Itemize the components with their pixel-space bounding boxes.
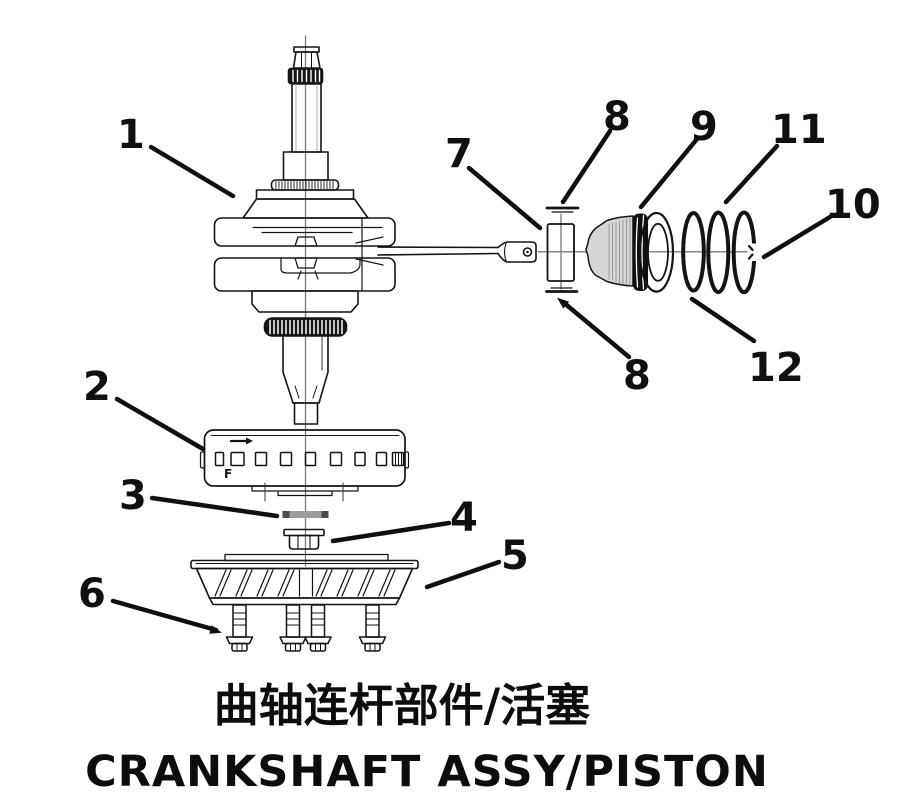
part-label-2: 2 [83,364,111,410]
part-label-8-bottom: 8 [623,353,651,399]
shaft-tip-cap [293,46,320,53]
rotor-fins [214,569,396,597]
clutch-basket: F [199,429,410,502]
shaft-tip [292,51,321,69]
fan-rotor [190,553,419,606]
bolt [358,604,387,652]
leader-8-arrowhead [557,297,570,309]
lower-crank-web [213,257,396,292]
bolt [304,604,332,652]
leader-6 [110,598,219,633]
small-end-hole [522,247,533,257]
diagram-titles: 曲轴连杆部件/活塞 CRANKSHAFT ASSY/PISTON [85,679,769,797]
part-label-8-top: 8 [603,94,631,140]
piston-crown-outer [638,211,675,293]
rod-small-end [497,241,537,263]
second-ring [706,210,731,295]
leader-11 [723,143,780,205]
bolts [225,604,387,652]
ring-gap [747,243,757,261]
piston-crown-inner [647,222,669,282]
part-label-4: 4 [450,495,478,541]
leader-9 [638,136,700,210]
piston-skirt [585,215,634,287]
leader-8-bottom [560,299,632,360]
part-label-12: 12 [748,345,804,391]
piston-rings [681,210,757,295]
rotor-top-plate [190,559,419,570]
leader-6-arrowhead [209,625,222,634]
piston [585,211,675,293]
oil-ring [681,211,706,293]
crankpin-boss-upper [294,236,318,247]
leader-4 [330,520,452,544]
nut-body [288,534,320,550]
leader-8-top [560,128,613,205]
bolt [225,604,254,652]
basket-letter-mark: F [224,467,232,481]
leader-10 [761,214,833,260]
washer-body [282,511,329,518]
leader-5 [424,559,502,590]
rotor-top-lip [224,553,389,562]
part-label-9: 9 [690,104,718,150]
lower-hub [251,290,359,313]
nut-flange [283,528,325,537]
basket-tab-right [403,451,410,469]
connecting-rod [377,241,537,263]
part-label-10: 10 [825,182,881,228]
basket-tab-left [199,451,206,469]
direction-arrow-icon [229,437,253,445]
title-english: CRANKSHAFT ASSY/PISTON [85,747,769,797]
part-label-7: 7 [445,131,473,177]
shaft-stub [293,402,319,425]
rotor-rim [208,597,401,606]
part-label-11: 11 [771,107,827,153]
part-label-3: 3 [119,473,147,519]
callout-labels: 1 2 3 4 5 6 7 8 8 9 10 11 12 [78,94,881,617]
piston-pin [546,223,575,282]
leader-7 [466,165,543,231]
piston-pin-group [545,206,580,293]
basket-slots [214,451,405,467]
washer [282,511,329,518]
title-chinese: 曲轴连杆部件/活塞 [214,679,590,732]
basket-hub [251,485,359,497]
rod-beam [377,246,499,256]
part-label-1: 1 [117,112,145,158]
part-label-6: 6 [78,571,106,617]
bolt [279,604,307,652]
leader-3 [149,495,280,519]
part-label-5: 5 [501,533,529,579]
leader-lines [110,128,833,634]
leader-2 [114,396,206,452]
leader-12 [689,296,757,344]
leader-1 [148,144,236,199]
crankshaft-assembly [213,46,396,425]
lock-nut [283,528,325,550]
